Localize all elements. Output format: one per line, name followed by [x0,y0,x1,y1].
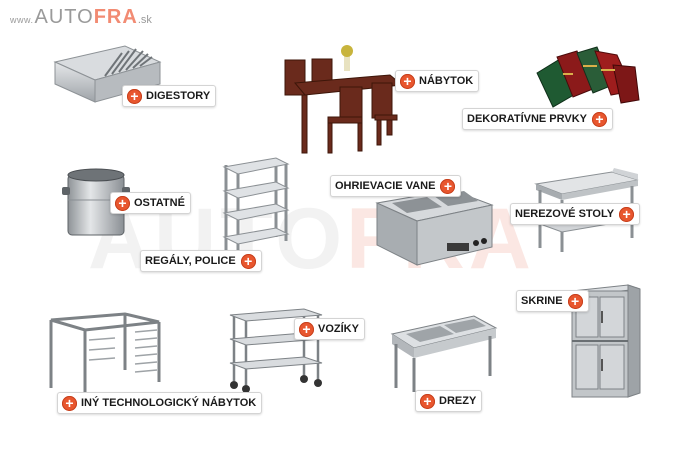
plus-icon: + [619,206,635,222]
plus-icon: + [240,253,256,269]
category-label: DREZY [439,395,477,407]
logo-fra: FRA [93,6,138,28]
site-logo[interactable]: www. AUTO FRA .sk [10,6,152,28]
plus-icon: + [400,73,415,89]
category-ostatne[interactable]: + OSTATNÉ [110,192,191,214]
plus-icon: + [62,395,77,411]
category-label: NEREZOVÉ STOLY [515,208,615,220]
iny-image[interactable] [45,310,165,395]
category-label: OSTATNÉ [134,197,185,209]
category-label: DIGESTORY [146,90,211,102]
plus-icon: + [567,293,583,309]
category-regaly[interactable]: REGÁLY, POLICE + [140,250,262,272]
category-label: REGÁLY, POLICE [145,255,236,267]
category-label: VOZÍKY [318,323,359,335]
category-label: SKRINE [521,295,563,307]
category-label: OHRIEVACIE VANE [335,180,436,192]
logo-sk: .sk [137,14,152,26]
plus-icon: + [420,393,435,409]
ostatne-image[interactable] [60,165,132,240]
plus-icon: + [440,178,456,194]
category-ohrievacie[interactable]: OHRIEVACIE VANE + [330,175,462,197]
regaly-image[interactable] [218,155,293,255]
category-digestory[interactable]: + DIGESTORY [122,85,217,107]
category-label: NÁBYTOK [419,75,474,87]
digestory-image[interactable] [50,40,165,110]
ohrievacie-image[interactable] [372,185,497,270]
logo-www: www. [10,15,34,25]
logo-auto: AUTO [34,6,94,28]
plus-icon: + [299,321,314,337]
category-label: INÝ TECHNOLOGICKÝ NÁBYTOK [81,397,257,409]
category-dekorativne[interactable]: DEKORATÍVNE PRVKY + [462,108,614,130]
plus-icon: + [127,88,142,104]
category-drezy[interactable]: + DREZY [415,390,483,412]
plus-icon: + [115,195,130,211]
category-voziky[interactable]: + VOZÍKY [294,318,365,340]
plus-icon: + [592,111,608,127]
category-label: DEKORATÍVNE PRVKY [467,113,588,125]
category-nabytok[interactable]: + NÁBYTOK [395,70,480,92]
category-iny[interactable]: + INÝ TECHNOLOGICKÝ NÁBYTOK [57,392,263,414]
dekorativne-image[interactable] [535,45,640,110]
nabytok-image[interactable] [280,45,410,155]
category-nerezove[interactable]: NEREZOVÉ STOLY + [510,203,641,225]
drezy-image[interactable] [388,312,500,394]
category-skrine[interactable]: SKRINE + [516,290,589,312]
